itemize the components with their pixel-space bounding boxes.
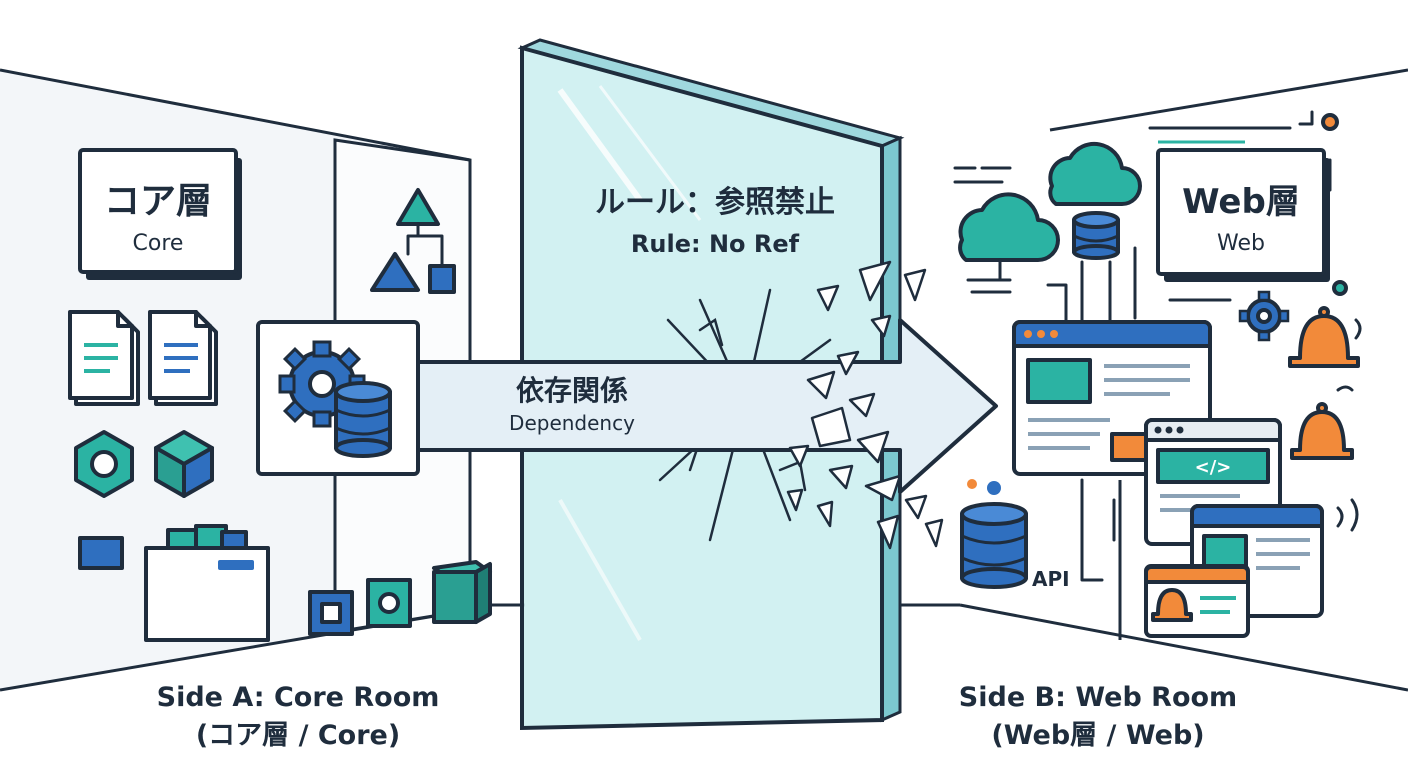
document-icon [68, 310, 140, 406]
cloud-icon [958, 192, 1060, 294]
core-room-ceiling-line [0, 68, 471, 162]
web-room-caption-line2: (Web層 / Web) [991, 720, 1204, 751]
dependency-label-en: Dependency [509, 411, 635, 435]
core-room-caption-line1: Side A: Core Room [157, 682, 440, 713]
glass-reflection [598, 85, 702, 221]
document-icon [148, 310, 218, 406]
web-room-ceiling-line [1049, 68, 1408, 132]
cube-icon [366, 578, 412, 628]
api-label: API [1032, 567, 1070, 591]
core-room-caption-line2: (コア層 / Core) [196, 720, 400, 751]
core-sign-subtitle: Core [133, 231, 184, 256]
bell-icon [1290, 402, 1354, 460]
database-icon [1072, 211, 1120, 260]
gear-icon [1238, 290, 1290, 342]
bell-icon [1288, 306, 1362, 368]
core-component-tile [256, 320, 420, 476]
block-icon [78, 536, 124, 570]
notification-window [1144, 564, 1250, 638]
dependency-label-ja: 依存関係 [516, 374, 628, 407]
hexagon-ring-icon [74, 430, 134, 498]
web-sign-subtitle: Web [1217, 231, 1265, 256]
cloud-icon [1048, 141, 1142, 206]
code-tag-label: </> [1195, 457, 1232, 478]
cube-icon [308, 590, 354, 636]
core-layer-sign: コア層 Core [78, 148, 242, 280]
cube-icon [154, 430, 214, 498]
glass-shards [786, 260, 944, 550]
storage-box-icon [144, 524, 270, 642]
database-icon [334, 381, 392, 458]
web-room: Web層 Web [880, 68, 1408, 692]
web-room-floor-line [959, 603, 1408, 692]
web-layer-sign: Web層 Web [1156, 148, 1330, 282]
glass-reflection [557, 88, 643, 202]
dot-icon [967, 479, 977, 489]
core-room: コア層 Core [0, 68, 525, 692]
rule-en: Rule: No Ref [631, 230, 800, 258]
database-icon [960, 502, 1028, 589]
rule-ja: ルール：参照禁止 [595, 185, 835, 220]
web-room-caption-line1: Side B: Web Room [959, 682, 1237, 713]
glass-reflection [558, 499, 642, 641]
dot-icon [987, 481, 1001, 495]
flowchart-icon [370, 188, 456, 294]
web-sign-title: Web層 [1182, 182, 1300, 222]
core-sign-title: コア層 [104, 181, 212, 222]
cube-icon [432, 560, 492, 624]
